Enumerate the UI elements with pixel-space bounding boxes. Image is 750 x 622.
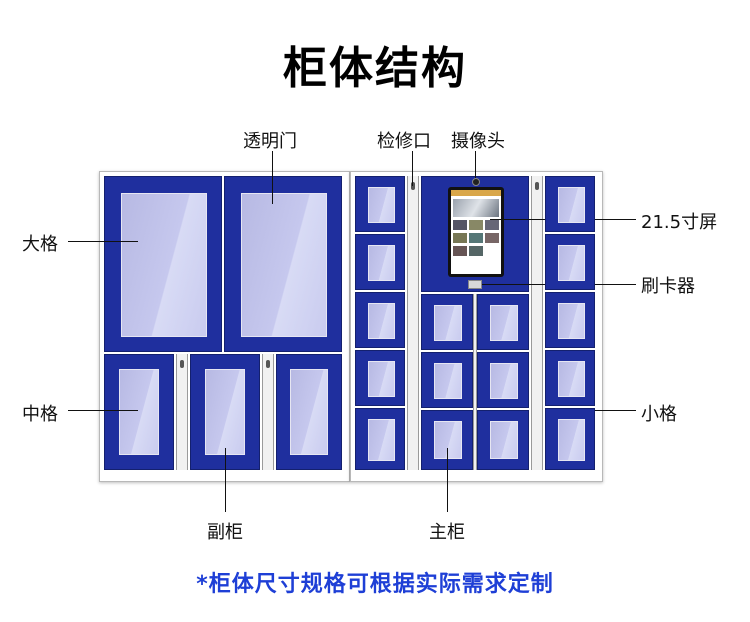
small-compartment-door (421, 294, 473, 350)
small-compartment-door (421, 352, 473, 408)
label-transparent-door: 透明门 (243, 131, 297, 152)
small-compartment-glass (434, 305, 462, 341)
medium-compartment-door (104, 354, 174, 470)
label-sub-cabinet: 副柜 (207, 522, 243, 543)
center-strip (473, 294, 477, 470)
small-compartment-glass (368, 245, 395, 281)
screen-panel (421, 176, 529, 292)
medium-compartment-door (276, 354, 342, 470)
small-compartment-glass (558, 419, 585, 461)
camera-icon (472, 178, 480, 186)
touch-screen (448, 187, 504, 277)
small-compartment-door (545, 176, 595, 232)
lock-icon (535, 182, 539, 190)
transparent-door-glass (241, 193, 327, 337)
large-compartment-door (104, 176, 222, 352)
label-large-compartment: 大格 (22, 234, 58, 255)
small-compartment-door (545, 350, 595, 406)
small-compartment-glass (558, 361, 585, 397)
screen-display (451, 190, 501, 274)
label-medium-compartment: 中格 (22, 404, 58, 425)
small-compartment-glass (368, 303, 395, 339)
small-compartment-door (545, 408, 595, 470)
leader-line (447, 448, 448, 512)
leader-line (68, 241, 138, 242)
lock-icon (411, 182, 415, 190)
large-compartment-door (224, 176, 342, 352)
leader-line (225, 448, 226, 512)
label-card-reader: 刷卡器 (641, 276, 695, 297)
lock-icon (266, 360, 270, 368)
small-compartment-glass (558, 303, 585, 339)
lock-icon (180, 360, 184, 368)
lock-strip (176, 354, 188, 470)
leader-line (566, 410, 636, 411)
inspection-port-strip (407, 176, 419, 470)
small-compartment-glass (490, 305, 518, 341)
small-compartment-glass (368, 419, 395, 461)
small-compartment-glass (434, 421, 462, 459)
footer-note: *柜体尺寸规格可根据实际需求定制 (196, 572, 554, 597)
medium-compartment-glass (290, 369, 328, 455)
lock-strip (531, 176, 543, 470)
label-inspection-port: 检修口 (377, 131, 431, 152)
leader-line (475, 151, 476, 178)
small-compartment-glass (434, 363, 462, 399)
small-compartment-glass (490, 421, 518, 459)
card-reader (468, 280, 482, 289)
label-camera: 摄像头 (451, 131, 505, 152)
small-compartment-glass (368, 187, 395, 223)
small-compartment-door (477, 352, 529, 408)
small-compartment-door (477, 410, 529, 470)
label-small-compartment: 小格 (641, 404, 677, 425)
small-compartment-door (355, 234, 405, 290)
small-compartment-door (355, 292, 405, 348)
small-compartment-door (355, 408, 405, 470)
small-compartment-glass (558, 187, 585, 223)
lock-strip (262, 354, 274, 470)
small-compartment-door (355, 350, 405, 406)
small-compartment-glass (490, 363, 518, 399)
label-main-cabinet: 主柜 (429, 522, 465, 543)
leader-line (68, 410, 138, 411)
page-title: 柜体结构 (283, 43, 467, 94)
medium-compartment-glass (119, 369, 159, 455)
transparent-door-glass (121, 193, 207, 337)
medium-compartment-glass (205, 369, 245, 455)
small-compartment-door (477, 294, 529, 350)
leader-line (272, 151, 273, 204)
small-compartment-glass (558, 245, 585, 281)
small-compartment-door (545, 234, 595, 290)
small-compartment-door (545, 292, 595, 348)
label-screen: 21.5寸屏 (641, 212, 718, 233)
small-compartment-glass (368, 361, 395, 397)
small-compartment-door (355, 176, 405, 232)
leader-line (412, 151, 413, 186)
